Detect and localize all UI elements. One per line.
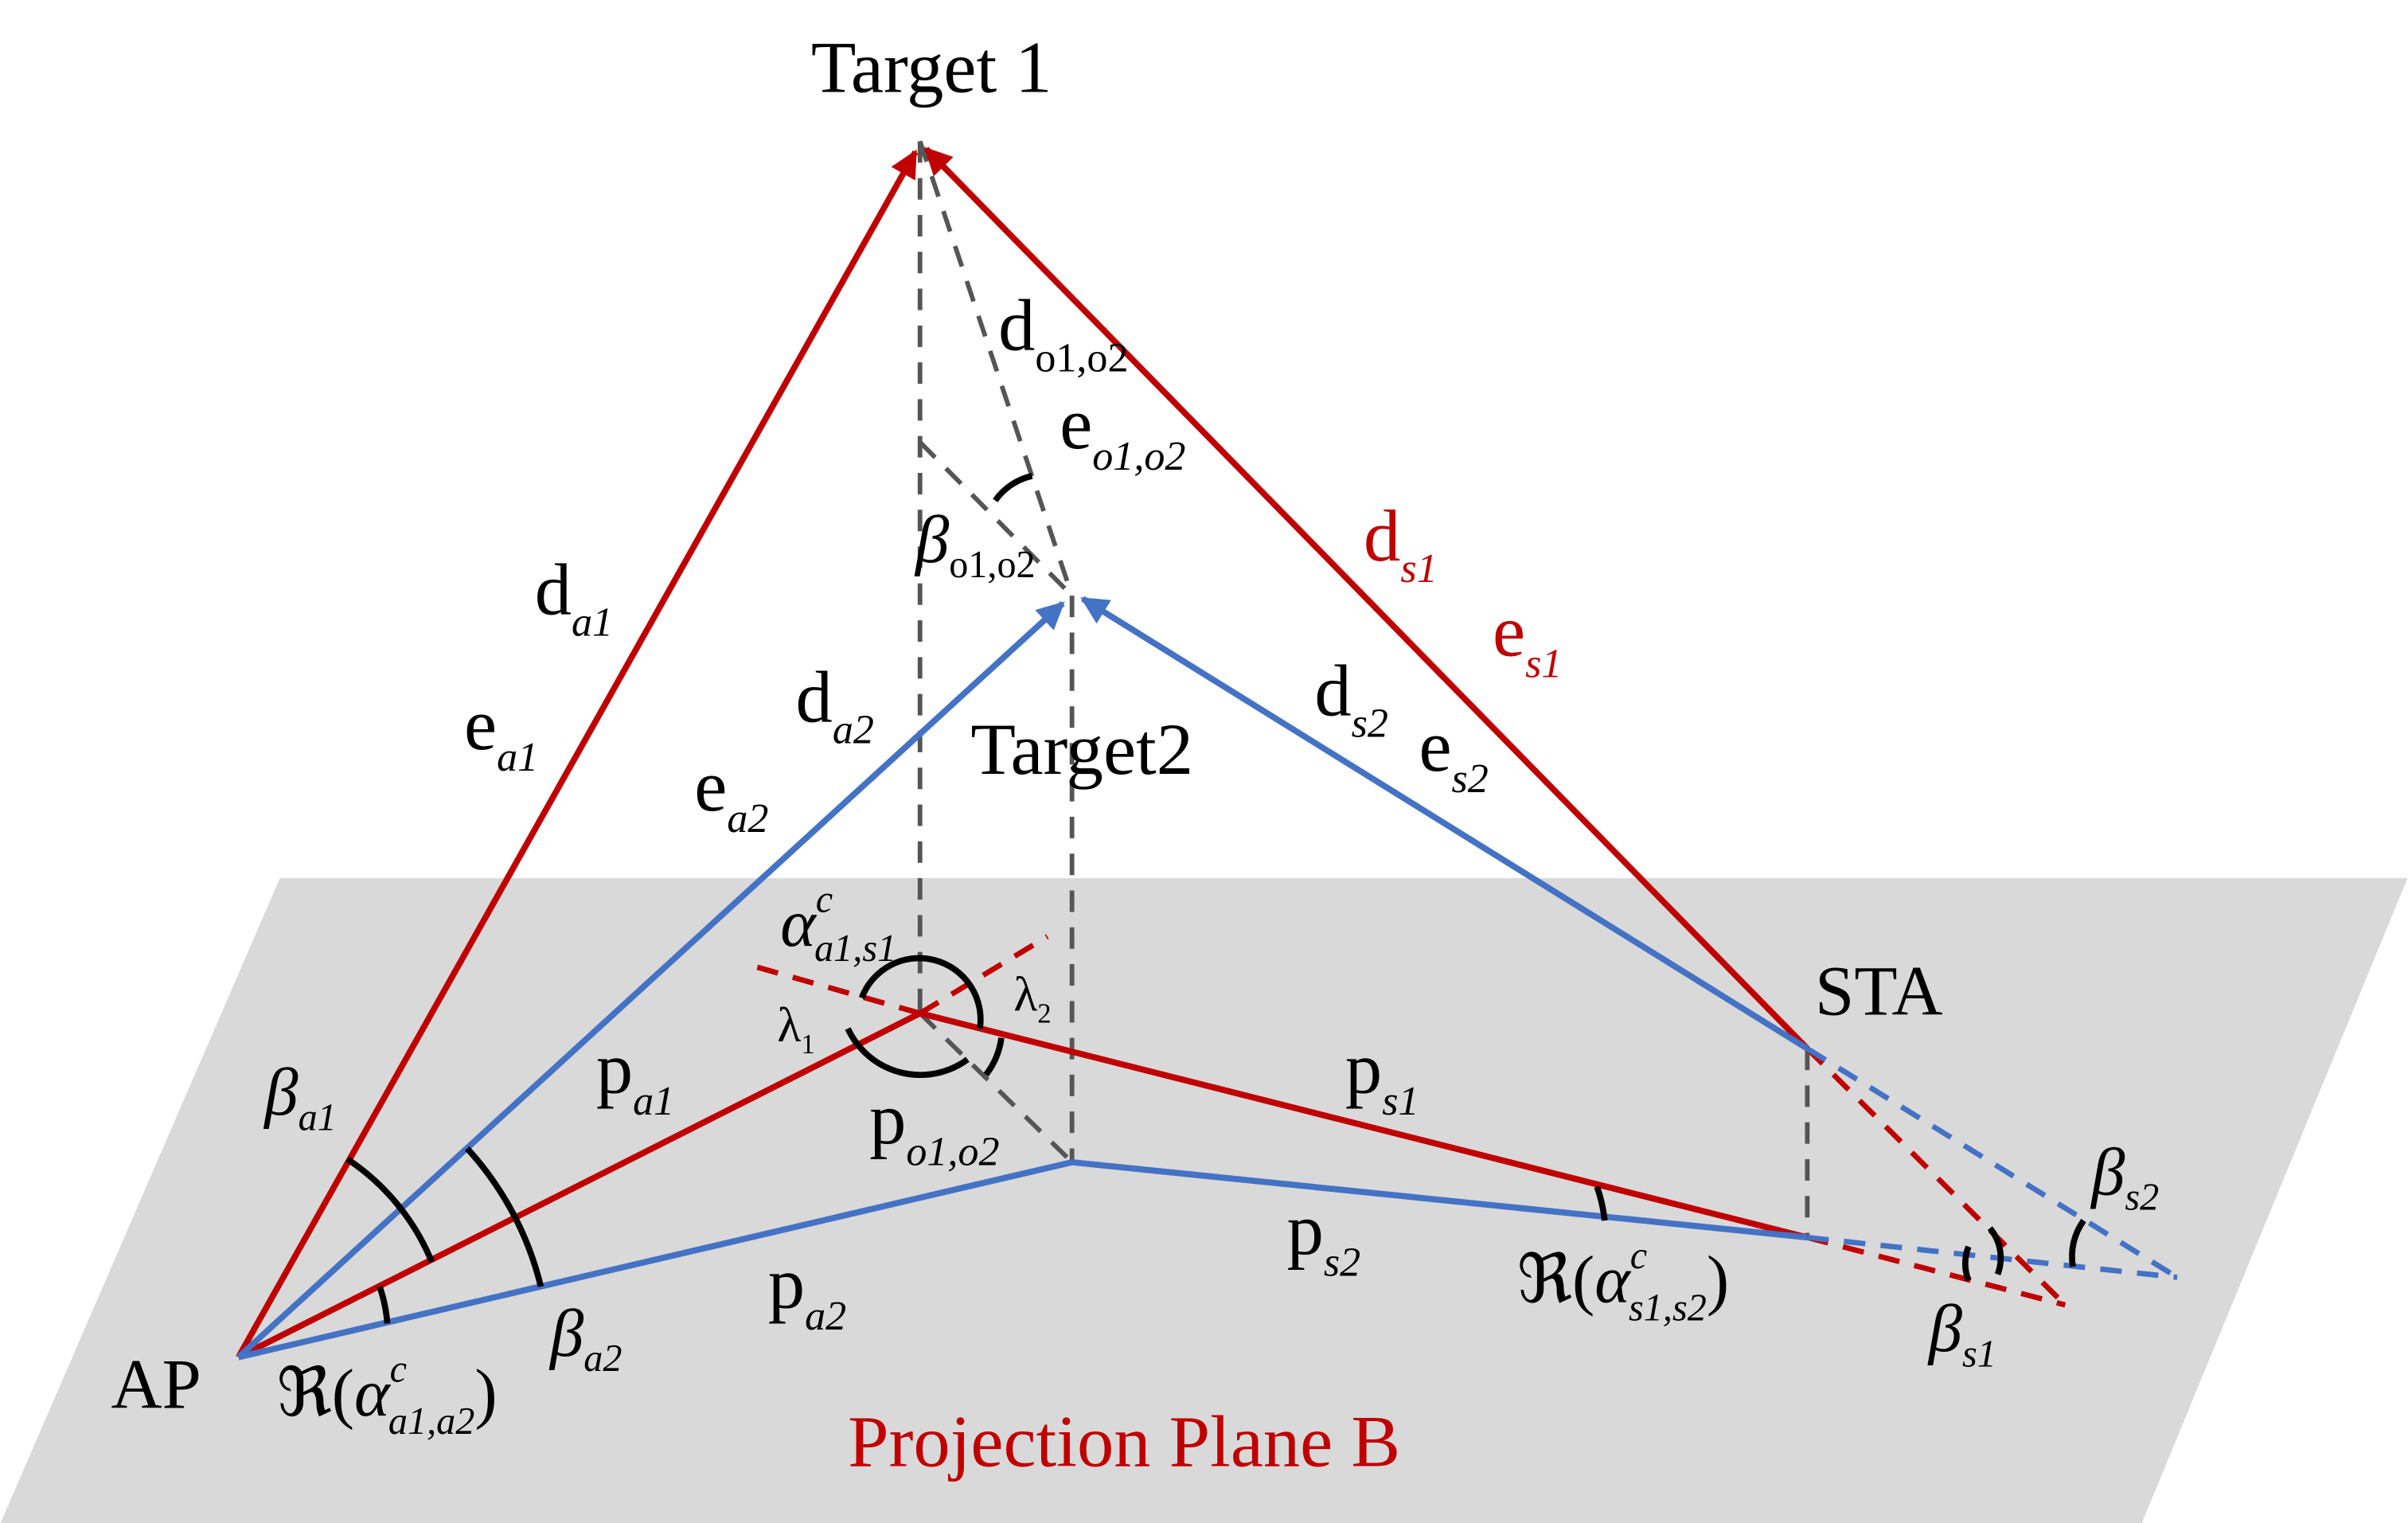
sta-label: STA [1815, 953, 1942, 1031]
da2-vector [236, 601, 1065, 1360]
e-o1o2-label: eo1,o2 [1060, 384, 1185, 479]
alpha-a1s1-arc [858, 955, 984, 1029]
da1-vector [236, 149, 919, 1359]
beta-s2-arc [2069, 1218, 2086, 1267]
beta-s1-label: βs1 [1927, 1291, 1996, 1375]
pa1-extension-dashed [918, 934, 1049, 1016]
p-s1-label: ps1 [1345, 1029, 1419, 1124]
dashed-construction-lines [917, 140, 1810, 1238]
d-a1-label: da1 [535, 549, 613, 645]
beta-o1o2-arc [993, 473, 1033, 502]
lambda1-label: λ1 [777, 998, 814, 1059]
p-a2-label: pa2 [768, 1244, 846, 1339]
beta-s1-arc-2 [1987, 1226, 2004, 1275]
d-o1o2-label: do1,o2 [998, 286, 1128, 381]
beta-s2-label: βs2 [2090, 1134, 2159, 1218]
e-s1-label: es1 [1493, 591, 1562, 686]
projection-plane [0, 878, 2408, 1523]
pa2-line [237, 1159, 1073, 1361]
beta-a1-arc [345, 1156, 435, 1263]
ps2-line [1071, 1158, 1808, 1241]
p-s2-label: ps2 [1287, 1190, 1361, 1286]
beta-a2-arc [465, 1146, 544, 1287]
d-s2-label: ds2 [1314, 651, 1388, 747]
e-s2-label: es2 [1419, 706, 1488, 802]
sta-ds1-extension-dashed [1805, 1046, 2067, 1307]
target2-label: Target2 [970, 709, 1193, 791]
d-s1-label: ds1 [1364, 496, 1438, 592]
e-a1-label: ea1 [464, 685, 538, 780]
ds2-vector [1080, 596, 1809, 1052]
blue-extension-dashes [1805, 1046, 2179, 1280]
projection-plane-label: Projection Plane B [848, 1402, 1400, 1483]
ap-label: AP [111, 1345, 201, 1423]
angle-arcs [345, 473, 2086, 1324]
ps1-extension-dashed [1806, 1235, 2067, 1308]
alpha-extension-dashed [756, 964, 921, 1017]
lambda2-label: λ2 [1013, 967, 1051, 1029]
red-extension-dashes [756, 934, 2067, 1308]
beta-a2-label: βa2 [548, 1296, 622, 1380]
ps2-extension-dashed [1807, 1234, 2178, 1280]
beta-s1-arc [1962, 1245, 1972, 1282]
target1-label: Target 1 [811, 28, 1052, 109]
real-alpha-s1s2-arc [1594, 1185, 1608, 1221]
lambda-arc-outer [845, 1027, 970, 1078]
e-a2-label: ea2 [694, 746, 768, 842]
p-a1-label: pa1 [596, 1029, 674, 1124]
p-o1o2-label: po1,o2 [869, 1080, 999, 1175]
beta-o1o2-label: βo1,o2 [914, 502, 1036, 586]
lambda2-arc [983, 1037, 1005, 1077]
ds1-vector [923, 146, 1810, 1051]
pa1-line [236, 1010, 922, 1361]
ps1-line [919, 1010, 1809, 1241]
target1-target2-dashed [917, 140, 1075, 597]
red-vectors [236, 146, 1810, 1361]
real-alpha-a1a2-arc [377, 1285, 391, 1324]
beta-a1-label: βa1 [263, 1055, 336, 1138]
blue-vectors [236, 596, 1809, 1361]
d-a2-label: da2 [796, 657, 874, 752]
